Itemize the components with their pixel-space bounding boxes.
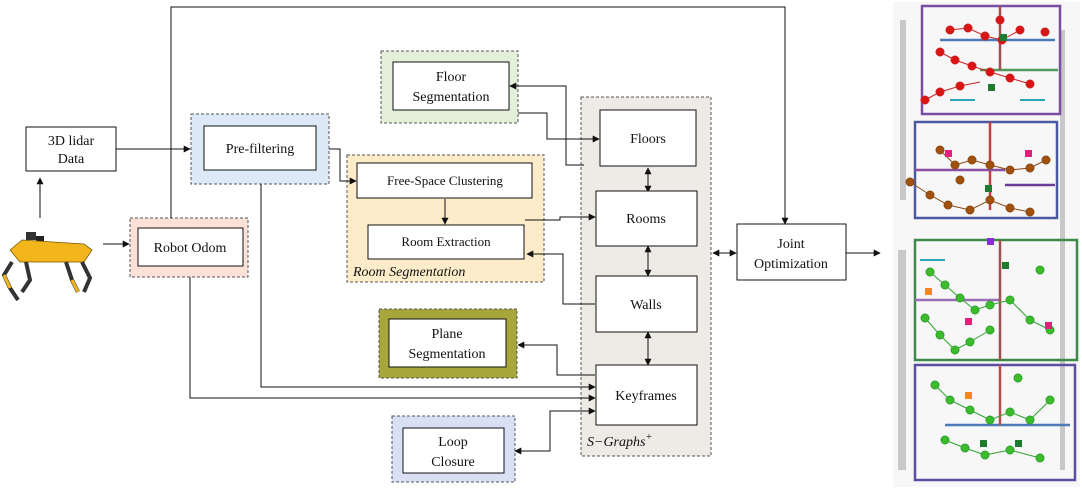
rooms-box: Rooms [595, 190, 698, 247]
pre-filtering-label: Pre-filtering [226, 142, 294, 157]
plane-segmentation-box: Plane Segmentation [388, 318, 507, 368]
semantic-map-icon [893, 2, 1080, 487]
svg-text:S−Graphs+: S−Graphs+ [587, 432, 652, 450]
floor-segmentation-line2: Segmentation [413, 90, 490, 105]
plane-segmentation-line2: Segmentation [409, 347, 486, 362]
walls-box: Walls [595, 275, 698, 333]
pre-filtering-box: Pre-filtering [203, 125, 317, 171]
joint-optimization-box: Joint Optimization [736, 223, 847, 281]
room-extraction-box: Room Extraction [367, 224, 525, 260]
s-graphs-superscript: + [645, 432, 652, 443]
lidar-data-line2: Data [58, 152, 85, 167]
rooms-label: Rooms [626, 212, 666, 227]
floor-segmentation-box: Floor Segmentation [392, 61, 510, 111]
robot-odom-label: Robot Odom [154, 241, 227, 256]
joint-optimization-line1: Joint [777, 237, 804, 252]
lidar-data-box: 3D lidar Data [25, 126, 117, 172]
s-graphs-label: S−Graphs [587, 435, 646, 450]
connectors [36, 6, 881, 455]
lidar-data-line1: 3D lidar [48, 134, 95, 149]
joint-optimization-line2: Optimization [754, 257, 828, 272]
plane-segmentation-line1: Plane [431, 327, 462, 342]
room-extraction-label: Room Extraction [401, 234, 491, 249]
keyframes-label: Keyframes [615, 389, 676, 404]
walls-label: Walls [630, 298, 662, 313]
free-space-clustering-box: Free-Space Clustering [356, 162, 533, 199]
robot-odom-box: Robot Odom [137, 227, 244, 267]
robot-dog-icon [1, 232, 93, 302]
free-space-clustering-label: Free-Space Clustering [387, 173, 503, 188]
floors-label: Floors [630, 132, 666, 147]
keyframes-box: Keyframes [595, 364, 698, 426]
floors-box: Floors [599, 109, 697, 167]
room-segmentation-label: Room Segmentation [352, 265, 465, 280]
loop-closure-line1: Loop [438, 435, 468, 450]
loop-closure-box: Loop Closure [402, 427, 505, 474]
floor-segmentation-line1: Floor [436, 70, 467, 85]
loop-closure-line2: Closure [431, 455, 475, 470]
